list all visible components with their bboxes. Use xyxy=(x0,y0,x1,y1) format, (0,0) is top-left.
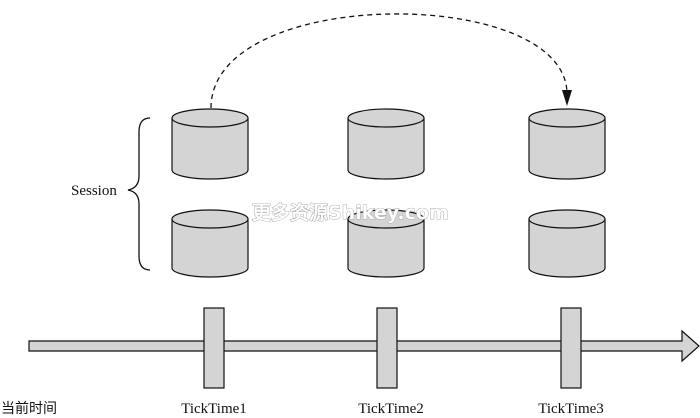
session-cylinder-t2-lower xyxy=(347,209,425,278)
session-migration-arrowhead xyxy=(562,90,572,106)
watermark: 更多资源Shikey.com xyxy=(252,201,449,224)
session-cylinder-t2-upper xyxy=(347,108,425,180)
session-cylinder-t3-upper xyxy=(528,108,606,180)
tick-label-1: TickTime1 xyxy=(181,401,247,417)
tick-marker-3 xyxy=(560,307,582,389)
session-cylinder-t1-upper xyxy=(171,108,249,180)
session-label: Session xyxy=(71,183,117,199)
tick-marker-2 xyxy=(376,307,398,389)
tick-marker-1 xyxy=(203,307,225,389)
tick-label-3: TickTime3 xyxy=(538,401,604,417)
current-time-label: 当前时间 xyxy=(1,400,57,417)
session-cylinder-t1-lower xyxy=(171,209,249,278)
timeline-arrow xyxy=(28,329,700,363)
session-brace xyxy=(127,117,151,271)
session-cylinder-t3-lower xyxy=(528,209,606,278)
tick-label-2: TickTime2 xyxy=(358,401,424,417)
session-migration-dashed-arrow xyxy=(210,13,568,109)
